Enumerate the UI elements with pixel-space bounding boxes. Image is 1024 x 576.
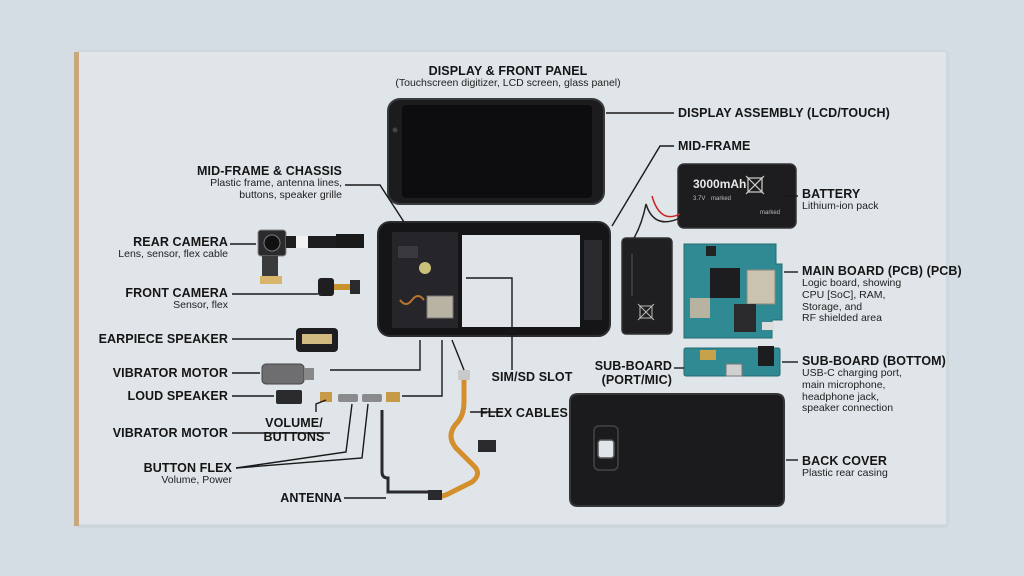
label-title: FLEX CABLES xyxy=(480,406,568,420)
battery-voltage-print: 3.7V xyxy=(693,196,705,202)
label-sub: Plastic rear casing xyxy=(802,467,888,479)
label-title: BATTERY xyxy=(802,187,861,201)
label-title-1: SUB-BOARD xyxy=(594,359,672,373)
loud-speaker-part xyxy=(276,390,302,404)
label-sub: (Touchscreen digitizer, LCD screen, glas… xyxy=(395,77,621,89)
label-front-camera: FRONT CAMERA Sensor, flex xyxy=(96,286,228,312)
label-title: MAIN BOARD (PCB) (PCB) xyxy=(802,264,962,278)
label-rear-camera: REAR CAMERA Lens, sensor, flex cable xyxy=(96,235,228,261)
label-sub-1: Logic board, showing xyxy=(802,277,902,289)
label-sub-2: buttons, speaker grille xyxy=(239,188,342,201)
label-title: MID-FRAME & CHASSIS xyxy=(197,164,342,178)
label-sub: Volume, Power xyxy=(161,474,232,486)
label-sub-board-port: SUB-BOARD (PORT/MIC) xyxy=(586,359,672,387)
label-battery: BATTERY Lithium-ion pack xyxy=(802,187,878,213)
label-sim-sd-slot: SIM/SD SLOT xyxy=(486,370,578,384)
label-title: BACK COVER xyxy=(802,454,888,468)
label-button-flex: BUTTON FLEX Volume, Power xyxy=(96,461,232,487)
label-title-2: (PORT/MIC) xyxy=(601,373,672,387)
label-vibrator-motor-1: VIBRATOR MOTOR xyxy=(96,366,228,380)
vibrator-motor-part xyxy=(261,363,314,385)
label-volume-buttons: VOLUME/ BUTTONS xyxy=(256,416,332,444)
label-sub-2: main microphone, xyxy=(802,378,886,391)
label-vibrator-motor-2: VIBRATOR MOTOR xyxy=(96,426,228,440)
label-title-2: BUTTONS xyxy=(263,430,325,444)
battery-brand-print: marked xyxy=(711,196,731,202)
rear-camera-part xyxy=(257,229,364,284)
label-title-1: VOLUME/ xyxy=(265,416,323,430)
mid-frame xyxy=(377,221,611,337)
label-loud-speaker: LOUD SPEAKER xyxy=(96,389,228,403)
label-sub: Lens, sensor, flex cable xyxy=(118,248,228,260)
label-title: SUB-BOARD (BOTTOM) xyxy=(802,354,946,368)
leader-lines xyxy=(230,112,798,499)
label-sub-3: Storage, and xyxy=(802,300,863,313)
earpiece-part xyxy=(296,328,338,352)
volume-buttons-part xyxy=(320,392,400,402)
label-back-cover: BACK COVER Plastic rear casing xyxy=(802,454,888,480)
label-title: DISPLAY & FRONT PANEL xyxy=(428,64,588,78)
label-sub-4: RF shielded area xyxy=(802,312,882,325)
label-title: ANTENNA xyxy=(280,491,342,505)
label-title: EARPIECE SPEAKER xyxy=(98,332,228,346)
sub-board xyxy=(683,346,781,377)
label-mid-frame: MID-FRAME xyxy=(678,139,750,153)
label-title: MID-FRAME xyxy=(678,139,751,153)
label-title: BUTTON FLEX xyxy=(143,461,232,475)
label-flex-cables: FLEX CABLES xyxy=(480,406,568,420)
battery-brand-print-2: marked xyxy=(760,210,780,216)
label-sub-3: headphone jack, xyxy=(802,390,880,403)
main-board xyxy=(683,243,783,339)
wood-edge xyxy=(74,52,79,526)
label-display-assembly: DISPLAY ASSEMBLY (LCD/TOUCH) xyxy=(678,106,890,120)
label-sub-1: Plastic frame, antenna lines, xyxy=(210,177,342,189)
label-title: DISPLAY ASSEMBLY (LCD/TOUCH) xyxy=(678,106,890,120)
label-title: SIM/SD SLOT xyxy=(491,370,573,384)
label-main-board: MAIN BOARD (PCB) (PCB) Logic board, show… xyxy=(802,264,962,325)
battery-cell xyxy=(621,237,673,335)
battery-pack: 3000mAh 3.7V marked marked xyxy=(633,163,797,239)
label-sub-1: USB-C charging port, xyxy=(802,367,902,379)
label-title: FRONT CAMERA xyxy=(125,286,228,300)
label-title: VIBRATOR MOTOR xyxy=(112,426,228,440)
label-sub: Sensor, flex xyxy=(173,299,228,311)
label-sub-2: CPU [SoC], RAM, xyxy=(802,288,886,301)
battery-capacity-print: 3000mAh xyxy=(693,177,746,191)
display-assembly xyxy=(387,98,605,205)
label-title: VIBRATOR MOTOR xyxy=(112,366,228,380)
back-cover xyxy=(569,393,785,507)
label-mid-frame-chassis: MID-FRAME & CHASSIS Plastic frame, anten… xyxy=(186,164,342,202)
label-antenna: ANTENNA xyxy=(240,491,342,505)
label-title: LOUD SPEAKER xyxy=(127,389,228,403)
flex-cables-part xyxy=(427,370,496,500)
label-display-front-panel: DISPLAY & FRONT PANEL (Touchscreen digit… xyxy=(386,64,630,90)
antenna-part xyxy=(380,410,428,494)
label-sub: Lithium-ion pack xyxy=(802,200,879,212)
front-camera-part xyxy=(318,278,360,296)
label-sub-board-bottom: SUB-BOARD (BOTTOM) USB-C charging port, … xyxy=(802,354,946,415)
label-title: REAR CAMERA xyxy=(133,235,228,249)
label-earpiece-speaker: EARPIECE SPEAKER xyxy=(96,332,228,346)
label-sub-4: speaker connection xyxy=(802,402,894,415)
